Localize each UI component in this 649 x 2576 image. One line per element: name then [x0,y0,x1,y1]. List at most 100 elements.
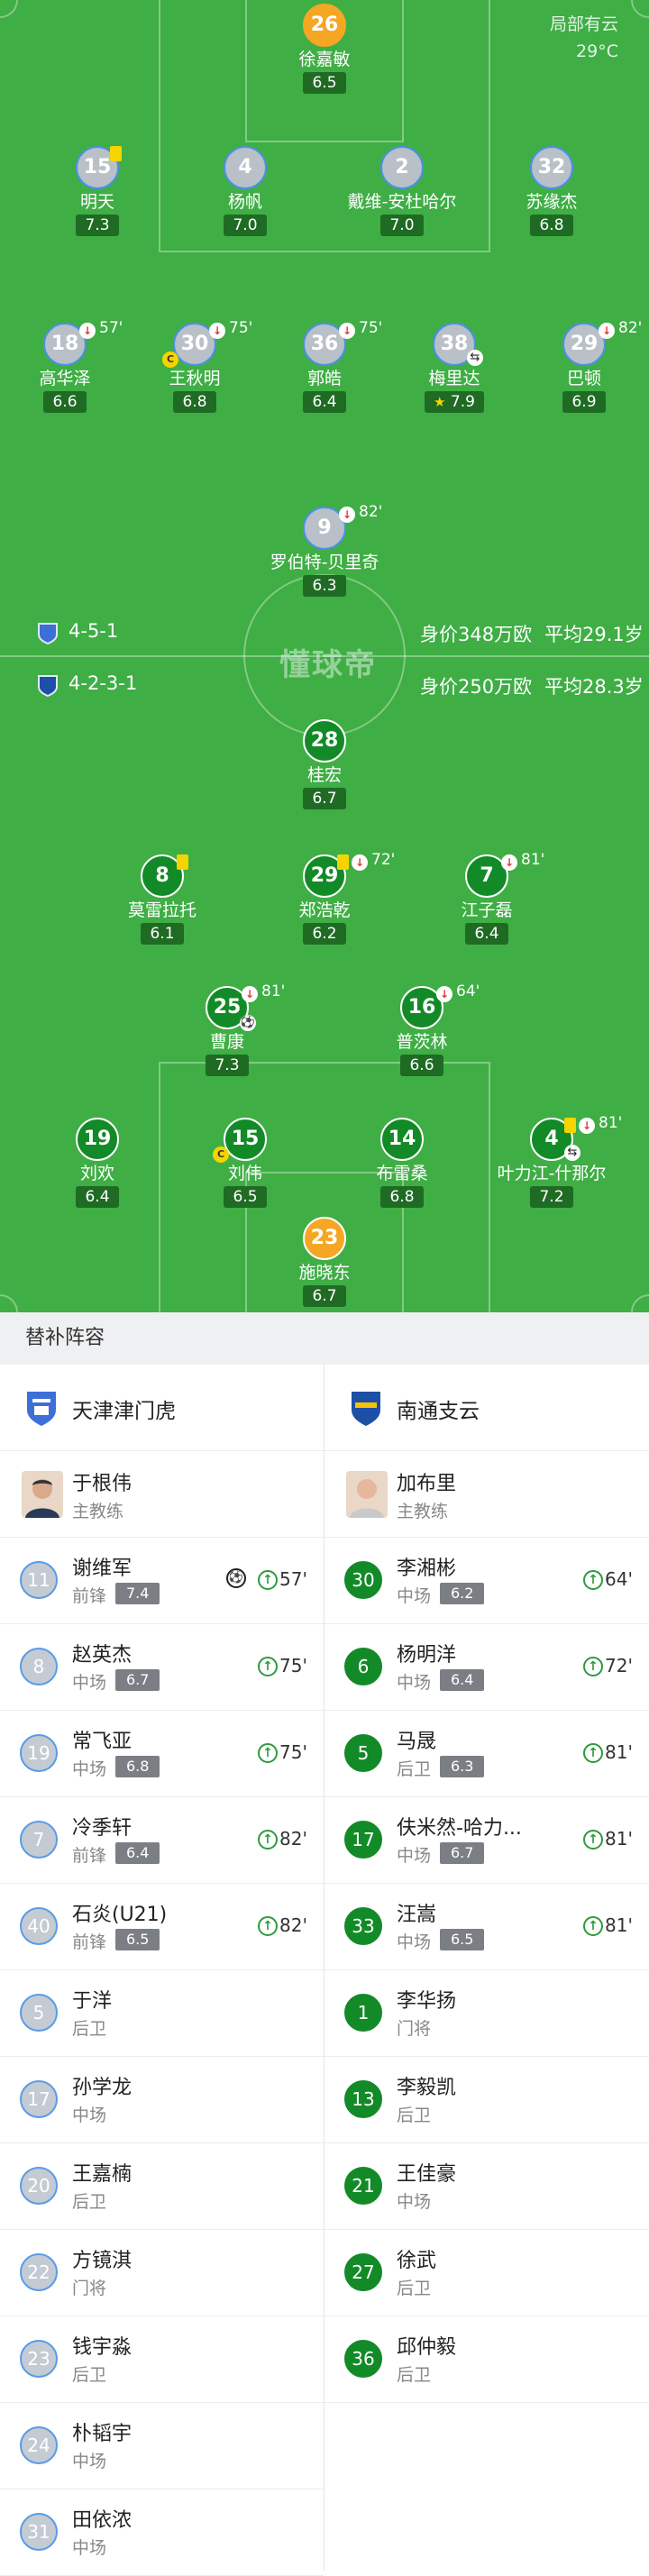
player-position: 后卫 [72,2192,107,2212]
home-player[interactable]: 26 徐嘉敏 6.5 [252,4,397,94]
player-rating: 7.4 [115,1583,160,1604]
corner-arc [631,0,649,18]
home-player[interactable]: 30 王秋明 6.8 ↓ 75' C [123,319,267,413]
player-rating: 7.0 [224,215,267,236]
player-name: 梅里达 [428,369,480,388]
player-number: 32 [530,146,573,189]
away-average-age: 平均28.3岁 [544,676,644,698]
away-team-info: 4-2-3-1 身价250万欧 平均28.3岁 [0,669,649,699]
player-number: 11 [20,1561,58,1599]
away-player[interactable]: 15 刘伟 6.5 C [173,1118,317,1208]
home-player[interactable]: 9 罗伯特-贝里奇 6.3 ↓ 82' [252,503,397,597]
sub-in-time: ↑75' [258,1741,307,1763]
player-name: 钱宇淼 [72,2336,133,2359]
player-position: 中场 [397,1673,432,1693]
player-name: 孙学龙 [72,2077,133,2099]
player-number: 27 [344,2253,382,2291]
yellow-card-icon [177,854,188,870]
player-position: 中场 [397,1932,432,1952]
away-player[interactable]: 7 江子磊 6.4 ↓ 81' [415,851,559,945]
sub-in-arrow-icon: ↑ [583,1570,604,1590]
player-rating: 6.5 [303,72,346,94]
away-player[interactable]: 16 普茨林 6.6 ↓ 64' [350,982,494,1076]
yellow-card-icon [337,854,349,870]
away-player[interactable]: 14 布雷桑 6.8 [330,1118,474,1208]
corner-arc [631,1294,649,1312]
player-number: 19 [20,1734,58,1772]
player-number: 23 [20,2340,58,2378]
sub-out-icon: ↓ [339,323,355,339]
player-rating: 6.2 [303,923,346,945]
player-position: 前锋 [72,1932,107,1952]
away-player[interactable]: 25 曹康 7.3 ↓ 81' ⚽ [155,982,299,1076]
away-player[interactable]: 23 施晓东 6.7 [252,1217,397,1307]
home-player[interactable]: 36 郭皓 6.4 ↓ 75' [252,319,397,413]
player-name: 谢维军 [72,1557,133,1580]
away-team-row[interactable]: 南通支云 [324,1365,649,1451]
home-team-row[interactable]: 天津津门虎 [0,1365,324,1451]
player-position: 中场 [397,1586,432,1606]
away-coach-row[interactable]: 加布里 主教练 [324,1451,649,1538]
sub-in-arrow-icon: ↑ [258,1743,279,1763]
goal-ball-icon: ⚽ [226,1568,246,1588]
substitution-icon: ⇆ [564,1145,580,1161]
home-player[interactable]: 32 苏缘杰 6.8 [480,146,624,236]
home-player[interactable]: 38 梅里达 ★ 7.9 ⇆ [382,323,526,413]
away-goal-box [245,1172,404,1312]
player-name: 巴顿 [566,369,601,388]
player-number: 30 [173,323,216,366]
away-player[interactable]: 29 郑浩乾 6.2 ↓ 72' [252,851,397,945]
home-player[interactable]: 2 戴维-安杜哈尔 7.0 [330,146,474,236]
home-player[interactable]: 29 巴顿 6.9 ↓ 82' [512,319,649,413]
sub-in-arrow-icon: ↑ [258,1570,279,1590]
coach-avatar [22,1471,63,1518]
away-player[interactable]: 19 刘欢 6.4 [25,1118,169,1208]
player-position: 中场 [72,1673,107,1693]
player-rating: 6.4 [440,1669,485,1691]
away-player[interactable]: 8 莫雷拉托 6.1 [90,854,234,945]
home-player[interactable]: 15 明天 7.3 [25,146,169,236]
away-player[interactable]: 4 叶力江-什那尔 7.2 ↓ 81' ⇆ [480,1114,624,1208]
player-number: 33 [344,1907,382,1945]
player-number: 31 [20,2513,58,2551]
player-name: 王秋明 [169,369,221,388]
corner-arc [0,1294,18,1312]
yellow-card-icon [110,146,122,161]
player-position: 中场 [72,1759,107,1779]
home-player[interactable]: 4 杨帆 7.0 [173,146,317,236]
player-name: 江子磊 [461,900,513,920]
player-number: 23 [303,1217,346,1260]
home-player[interactable]: 18 高华泽 6.6 ↓ 57' [0,319,137,413]
sub-in-time: ↑82' [258,1828,307,1850]
away-player[interactable]: 28 桂宏 6.7 [252,719,397,809]
player-rating: 7.0 [380,215,424,236]
player-position: 中场 [72,2538,107,2558]
player-number: 1 [344,1994,382,2032]
player-name: 徐嘉敏 [298,50,351,69]
sub-out-icon: ↓ [599,323,615,339]
player-number: 30 [344,1561,382,1599]
home-coach-row[interactable]: 于根伟 主教练 [0,1451,324,1538]
